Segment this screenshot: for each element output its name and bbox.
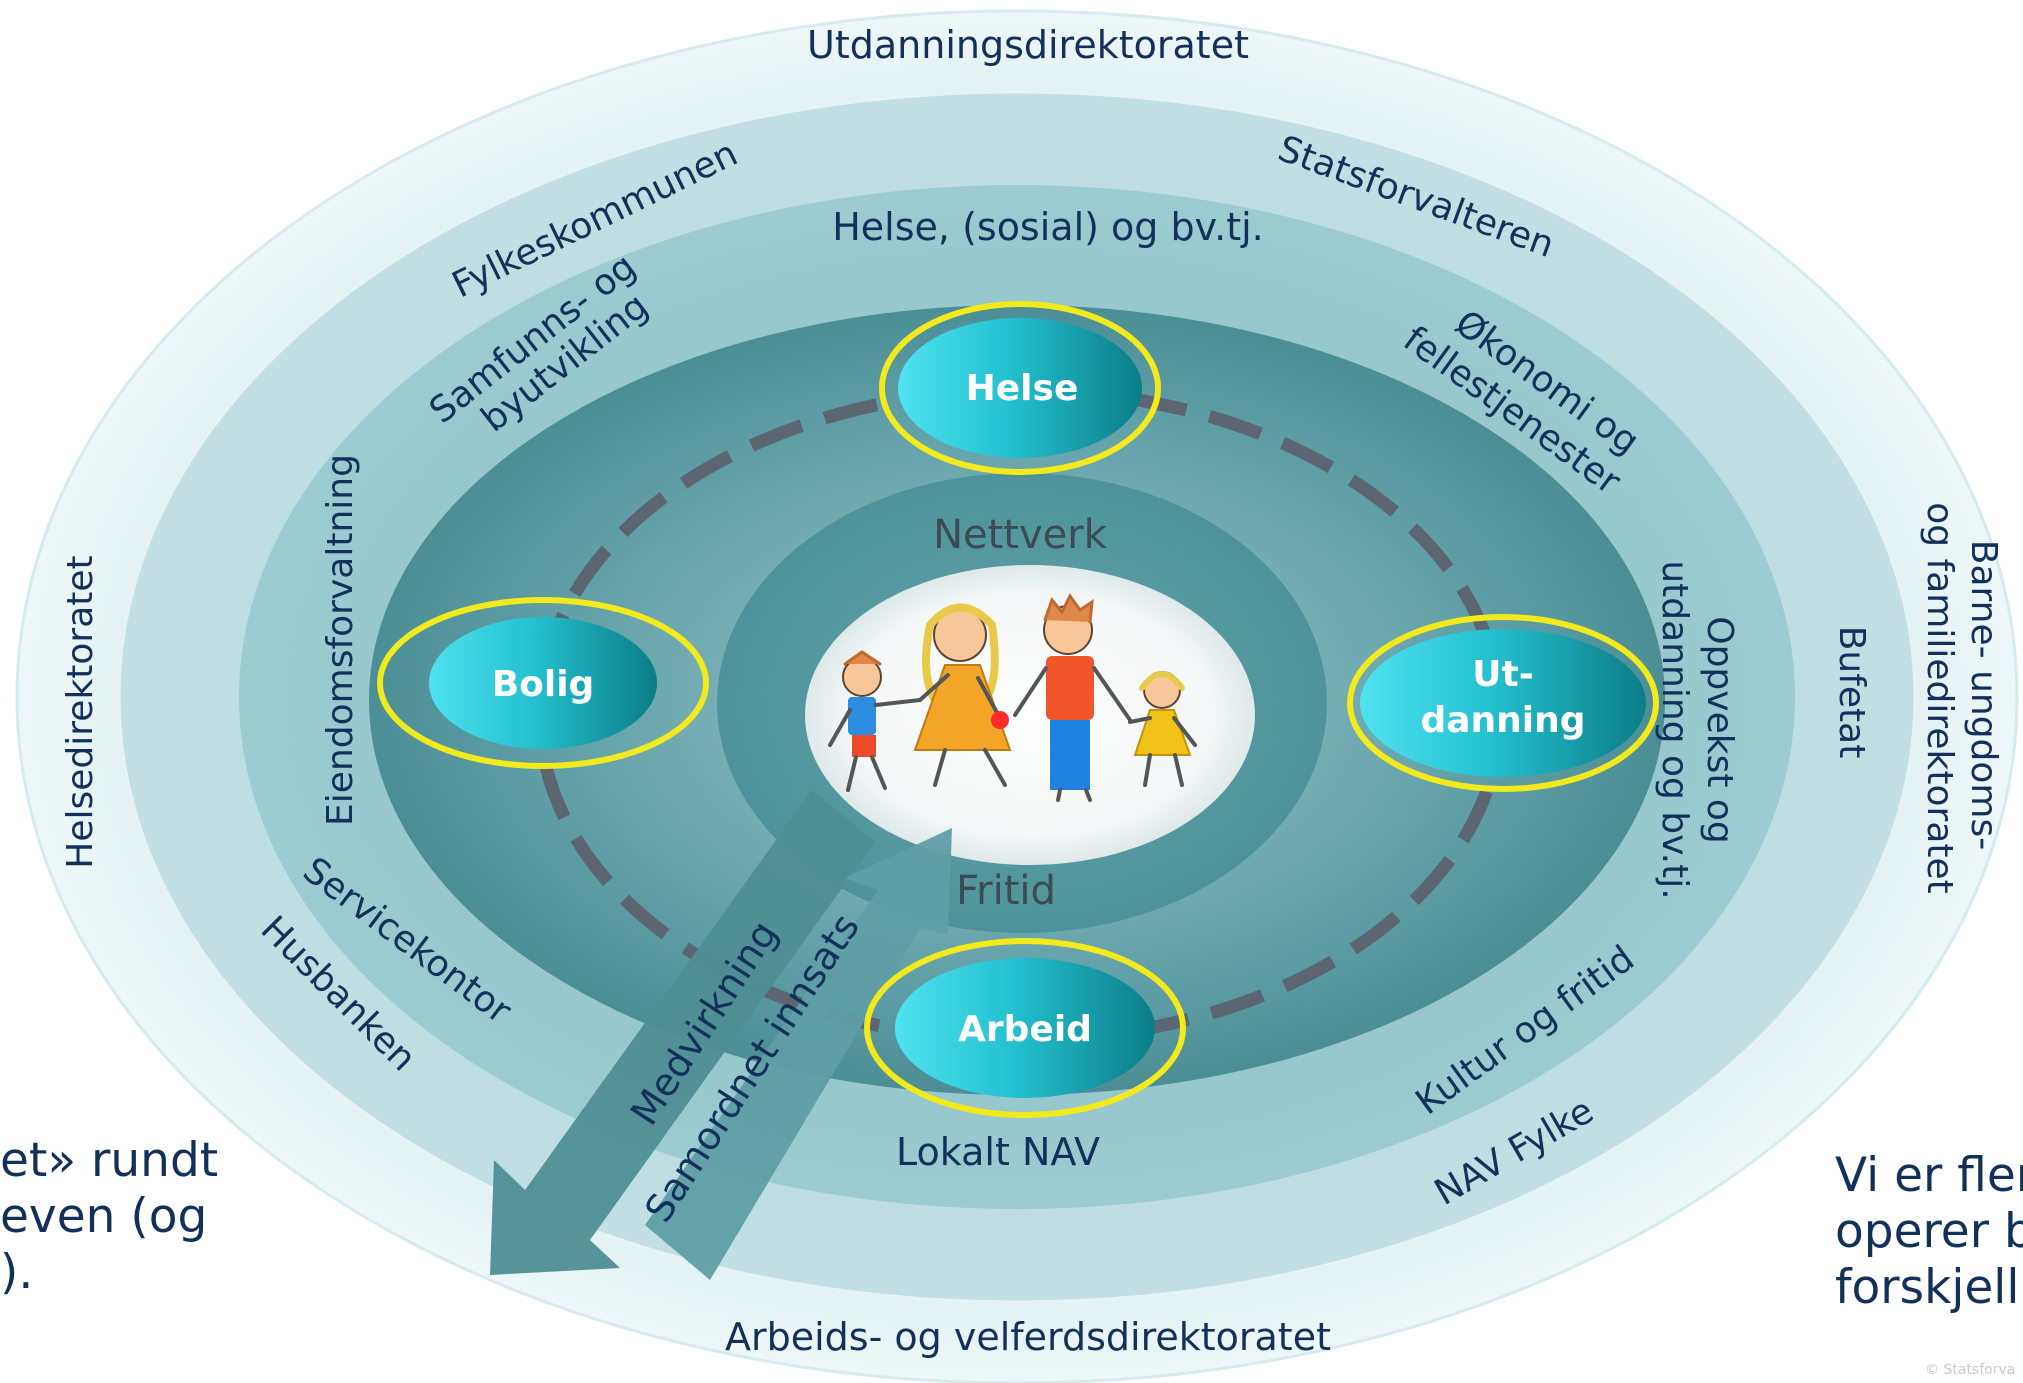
node-utdanning-label-1: Ut- xyxy=(1472,654,1533,695)
label-fritid: Fritid xyxy=(956,868,1056,914)
copyright-notice: © Statsforva xyxy=(1925,1362,2016,1378)
node-arbeid-label: Arbeid xyxy=(958,1009,1092,1050)
family-core xyxy=(805,565,1255,865)
node-helse-label: Helse xyxy=(966,368,1079,409)
node-utdanning-label-2: danning xyxy=(1420,700,1585,741)
node-helse[interactable]: Helse xyxy=(879,301,1161,475)
node-bolig[interactable]: Bolig xyxy=(377,597,709,769)
right-side-line-2: operer b xyxy=(1835,1204,2023,1259)
label-lokalt-nav: Lokalt NAV xyxy=(896,1130,1100,1174)
family-illustration xyxy=(828,593,1197,802)
right-side-text: Vi er fler operer b forskjelli xyxy=(1835,1148,2023,1316)
label-bufetat: Bufetat xyxy=(1831,626,1872,759)
label-eiendomsforvaltning: Eiendomsforvaltning xyxy=(320,454,361,826)
left-side-line-3: ). xyxy=(0,1245,34,1300)
label-bufdir-2: og familiedirektoratet xyxy=(1919,502,1960,894)
right-side-line-3: forskjelli xyxy=(1835,1260,2023,1315)
label-nettverk: Nettverk xyxy=(933,512,1108,558)
label-utdanningsdirektoratet: Utdanningsdirektoratet xyxy=(807,23,1249,67)
medvirkning-arrow xyxy=(490,790,875,1275)
label-helse-sosial: Helse, (sosial) og bv.tj. xyxy=(832,205,1264,249)
node-bolig-label: Bolig xyxy=(492,664,595,705)
node-utdanning[interactable]: Ut- danning xyxy=(1347,614,1659,792)
label-arbeids-velferdsdirektoratet: Arbeids- og velferdsdirektoratet xyxy=(725,1315,1331,1359)
label-oppvekst-2: utdanning og bv.tj. xyxy=(1654,560,1695,899)
label-oppvekst-1: Oppvekst og xyxy=(1699,616,1740,844)
samordnet-arrow xyxy=(645,828,952,1280)
right-side-line-1: Vi er fler xyxy=(1835,1148,2023,1203)
left-side-text: et» rundt even (og ). xyxy=(0,1133,218,1301)
node-arbeid[interactable]: Arbeid xyxy=(864,938,1186,1118)
left-side-line-2: even (og xyxy=(0,1189,208,1244)
label-bufdir-1: Barne- ungdoms- xyxy=(1963,540,2004,851)
label-helsedirektoratet: Helsedirektoratet xyxy=(60,555,101,868)
left-side-line-1: et» rundt xyxy=(0,1133,219,1188)
